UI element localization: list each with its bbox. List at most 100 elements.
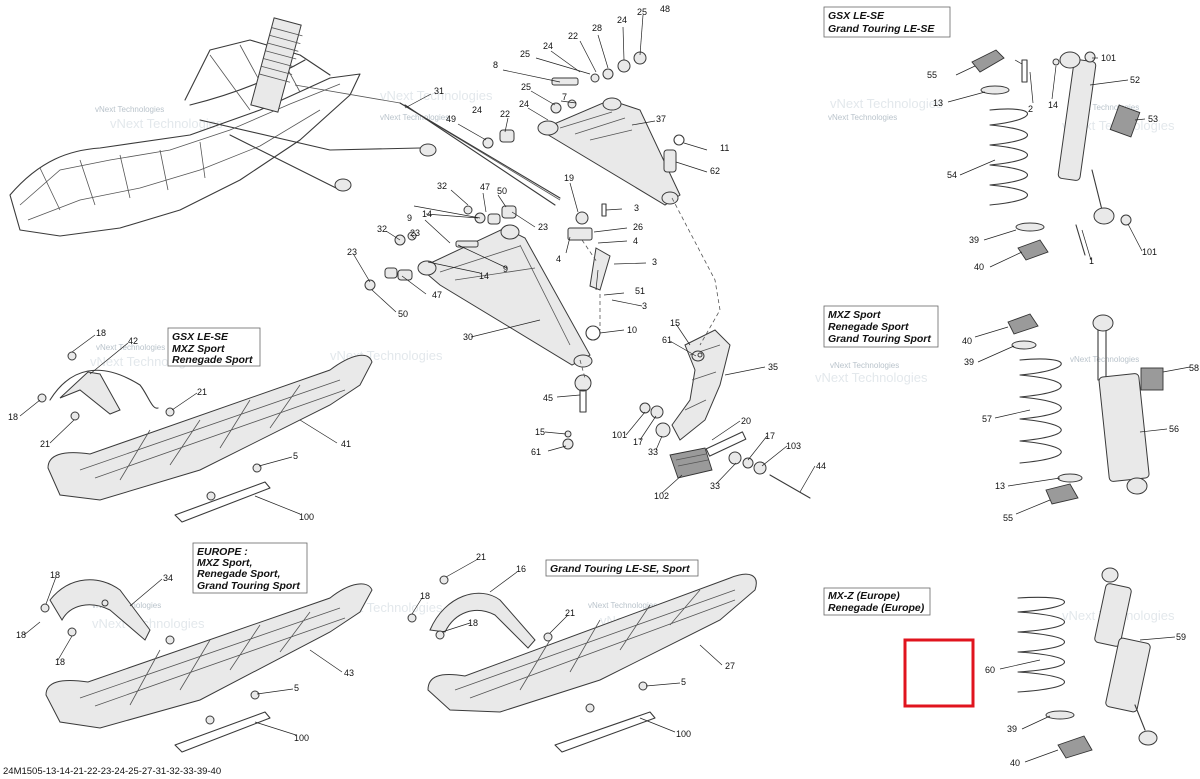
callout-number: 100 bbox=[294, 733, 309, 743]
svg-text:MXZ Sport: MXZ Sport bbox=[828, 309, 881, 321]
callout-number: 23 bbox=[538, 222, 548, 232]
callout-number: 18 bbox=[420, 591, 430, 601]
callout-number: 28 bbox=[592, 23, 602, 33]
callout-number: 32 bbox=[377, 224, 387, 234]
callout-number: 37 bbox=[656, 114, 666, 124]
svg-text:MXZ Sport: MXZ Sport bbox=[172, 343, 225, 355]
callout-number: 50 bbox=[497, 186, 507, 196]
callout-number: 5 bbox=[681, 677, 686, 687]
model-box-ski-europe: EUROPE : MXZ Sport, Renegade Sport, Gran… bbox=[192, 542, 308, 594]
callout-number: 42 bbox=[128, 336, 138, 346]
ski-europe-illustration bbox=[40, 579, 373, 753]
watermark: vNext Technologies bbox=[830, 361, 899, 370]
watermark: vNext Technologies bbox=[1070, 355, 1139, 364]
callout-number: 39 bbox=[1007, 724, 1017, 734]
callout-number: 101 bbox=[1142, 247, 1157, 257]
callout-number: 54 bbox=[947, 170, 957, 180]
watermark: vNext Technologies bbox=[380, 113, 449, 122]
callout-number: 58 bbox=[1189, 363, 1199, 373]
callout-number: 32 bbox=[437, 181, 447, 191]
callout-number: 39 bbox=[964, 357, 974, 367]
suspension-arms-illustration bbox=[364, 51, 811, 499]
chassis-overview-illustration bbox=[9, 17, 561, 237]
callout-number: 62 bbox=[710, 166, 720, 176]
callout-number: 17 bbox=[765, 431, 775, 441]
svg-text:EUROPE :: EUROPE : bbox=[197, 546, 248, 558]
callout-number: 30 bbox=[463, 332, 473, 342]
callout-number: 14 bbox=[479, 271, 489, 281]
watermark: vNext Technologies bbox=[828, 113, 897, 122]
svg-text:Grand Touring LE-SE: Grand Touring LE-SE bbox=[828, 23, 935, 35]
callout-number: 57 bbox=[982, 414, 992, 424]
callout-number: 26 bbox=[633, 222, 643, 232]
callout-number: 15 bbox=[535, 427, 545, 437]
svg-text:Renegade Sport,: Renegade Sport, bbox=[197, 568, 281, 580]
callout-number: 18 bbox=[55, 657, 65, 667]
callout-number: 34 bbox=[163, 573, 173, 583]
callout-number: 23 bbox=[347, 247, 357, 257]
callout-number: 59 bbox=[1176, 632, 1186, 642]
callout-number: 44 bbox=[816, 461, 826, 471]
callout-number: 24 bbox=[472, 105, 482, 115]
svg-text:GSX LE-SE: GSX LE-SE bbox=[828, 10, 885, 22]
callout-number: 5 bbox=[294, 683, 299, 693]
model-box-mxz-sport: MXZ Sport Renegade Sport Grand Touring S… bbox=[823, 305, 939, 348]
callout-number: 41 bbox=[341, 439, 351, 449]
callout-number: 1 bbox=[1089, 256, 1094, 266]
callout-number: 40 bbox=[974, 262, 984, 272]
callout-number: 21 bbox=[40, 439, 50, 449]
model-box-mxz-europe: MX-Z (Europe) Renegade (Europe) bbox=[823, 587, 931, 616]
model-box-gsx-le-se: GSX LE-SE Grand Touring LE-SE bbox=[823, 6, 951, 38]
callout-number: 13 bbox=[933, 98, 943, 108]
callout-number: 20 bbox=[741, 416, 751, 426]
callout-number: 49 bbox=[446, 114, 456, 124]
callout-number: 9 bbox=[503, 264, 508, 274]
callout-number: 55 bbox=[927, 70, 937, 80]
callout-number: 16 bbox=[516, 564, 526, 574]
callout-number: 2 bbox=[1028, 104, 1033, 114]
watermark: vNext Technologies bbox=[1070, 103, 1139, 112]
callout-number: 51 bbox=[635, 286, 645, 296]
svg-text:Grand Touring LE-SE, Sport: Grand Touring LE-SE, Sport bbox=[550, 563, 690, 575]
callout-number: 43 bbox=[344, 668, 354, 678]
watermark: vNext Technologies bbox=[815, 370, 928, 385]
callout-number: 15 bbox=[670, 318, 680, 328]
callout-number: 21 bbox=[565, 608, 575, 618]
shock-gsx-illustration bbox=[971, 49, 1141, 261]
watermark: vNext Technologies bbox=[96, 343, 165, 352]
callout-number: 11 bbox=[720, 143, 729, 153]
callout-number: 33 bbox=[648, 447, 658, 457]
callout-number: 22 bbox=[500, 109, 510, 119]
callout-number: 61 bbox=[531, 447, 541, 457]
callout-number: 48 bbox=[660, 4, 670, 14]
watermark: vNext Technologies bbox=[830, 96, 943, 111]
callout-number: 31 bbox=[434, 86, 444, 96]
svg-text:Grand Touring Sport: Grand Touring Sport bbox=[197, 580, 300, 592]
svg-text:Renegade Sport: Renegade Sport bbox=[172, 354, 253, 366]
callout-number: 3 bbox=[652, 257, 657, 267]
callout-number: 39 bbox=[969, 235, 979, 245]
callout-number: 102 bbox=[654, 491, 669, 501]
callout-number: 56 bbox=[1169, 424, 1179, 434]
callout-number: 21 bbox=[197, 387, 207, 397]
watermark: vNext Technologies bbox=[92, 616, 205, 631]
callout-number: 17 bbox=[633, 437, 643, 447]
highlight-box bbox=[903, 638, 975, 708]
callout-number: 23 bbox=[410, 228, 420, 238]
callout-number: 53 bbox=[1148, 114, 1158, 124]
callout-number: 10 bbox=[627, 325, 637, 335]
callout-number: 55 bbox=[1003, 513, 1013, 523]
callout-number: 24 bbox=[519, 99, 529, 109]
ski-gsx-le-se-illustration bbox=[37, 351, 373, 523]
callout-number: 45 bbox=[543, 393, 553, 403]
watermark: vNext Technologies bbox=[110, 116, 223, 131]
svg-text:GSX LE-SE: GSX LE-SE bbox=[172, 331, 229, 343]
callout-number: 40 bbox=[1010, 758, 1020, 768]
callout-number: 4 bbox=[556, 254, 561, 264]
callout-number: 19 bbox=[564, 173, 574, 183]
svg-text:MX-Z (Europe): MX-Z (Europe) bbox=[828, 590, 900, 602]
callout-number: 8 bbox=[493, 60, 498, 70]
callout-number: 47 bbox=[432, 290, 442, 300]
callout-number: 13 bbox=[995, 481, 1005, 491]
